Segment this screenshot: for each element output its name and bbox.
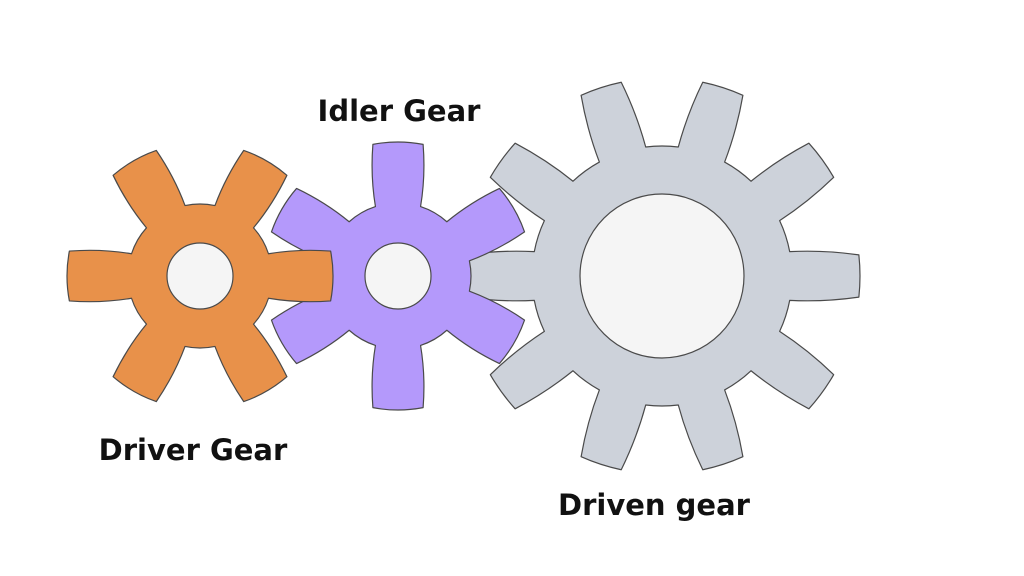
idler-gear-label: Idler Gear	[317, 94, 481, 128]
idler-gear-bore	[364, 242, 432, 310]
driver-gear	[66, 149, 334, 403]
driver-gear-bore	[166, 242, 234, 310]
driven-gear	[463, 81, 861, 471]
driven-gear-label: Driven gear	[558, 488, 750, 522]
driver-gear-label: Driver Gear	[98, 433, 288, 467]
driven-gear-bore	[579, 193, 745, 359]
idler-gear	[270, 141, 526, 411]
